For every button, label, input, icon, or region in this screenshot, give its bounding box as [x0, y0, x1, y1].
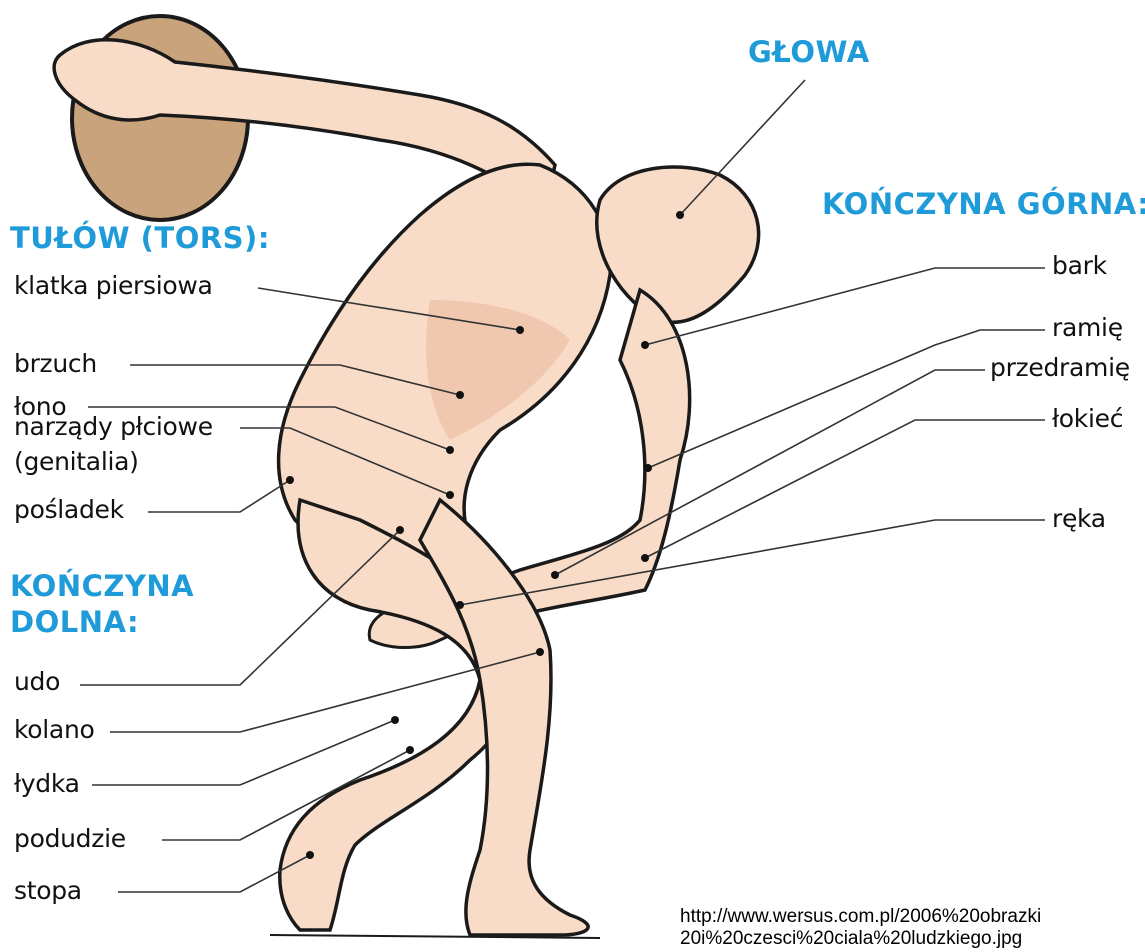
label-hand: ręka	[1052, 505, 1106, 533]
dot-shin	[406, 746, 414, 754]
label-chest: klatka piersiowa	[14, 272, 213, 300]
dot-head	[676, 211, 684, 219]
source-url-line2: 20i%20czesci%20ciala%20ludzkiego.jpg	[680, 928, 1022, 950]
dot-arm	[644, 464, 652, 472]
dot-hand	[456, 601, 464, 609]
label-calf: łydka	[14, 770, 80, 798]
source-url-line1: http://www.wersus.com.pl/2006%20obrazki	[680, 906, 1041, 928]
dot-foot	[306, 851, 314, 859]
leader-calf	[92, 720, 395, 785]
heading-lower-limb-line2: DOLNA:	[10, 606, 139, 639]
label-arm: ramię	[1052, 314, 1123, 342]
leader-arm	[648, 330, 1045, 468]
label-shoulder: bark	[1052, 252, 1107, 280]
leader-buttock	[148, 480, 290, 512]
heading-head: GŁOWA	[748, 36, 870, 69]
leader-elbow	[645, 420, 1045, 558]
label-genitals-line1: narządy płciowe	[14, 413, 213, 441]
label-belly: brzuch	[14, 350, 97, 378]
label-forearm: przedramię	[990, 354, 1130, 382]
dot-genitals	[446, 491, 454, 499]
label-buttock: pośladek	[14, 496, 124, 524]
dot-buttock	[286, 476, 294, 484]
label-thigh: udo	[14, 668, 60, 696]
dot-belly	[456, 391, 464, 399]
label-genitals-line2: (genitalia)	[14, 448, 139, 476]
dot-calf	[391, 716, 399, 724]
label-elbow: łokieć	[1052, 405, 1123, 433]
dot-chest	[516, 326, 524, 334]
dot-shoulder	[641, 341, 649, 349]
heading-torso: TUŁÓW (TORS):	[10, 222, 270, 255]
dot-knee	[536, 648, 544, 656]
dot-forearm	[551, 571, 559, 579]
dot-pubis	[446, 446, 454, 454]
dot-thigh	[396, 526, 404, 534]
heading-lower-limb-line1: KOŃCZYNA	[10, 570, 194, 603]
heading-upper-limb: KOŃCZYNA GÓRNA:	[822, 188, 1145, 221]
head	[597, 167, 759, 322]
label-foot: stopa	[14, 877, 82, 905]
dot-elbow	[641, 554, 649, 562]
label-knee: kolano	[14, 716, 95, 744]
label-shin: podudzie	[14, 825, 126, 853]
